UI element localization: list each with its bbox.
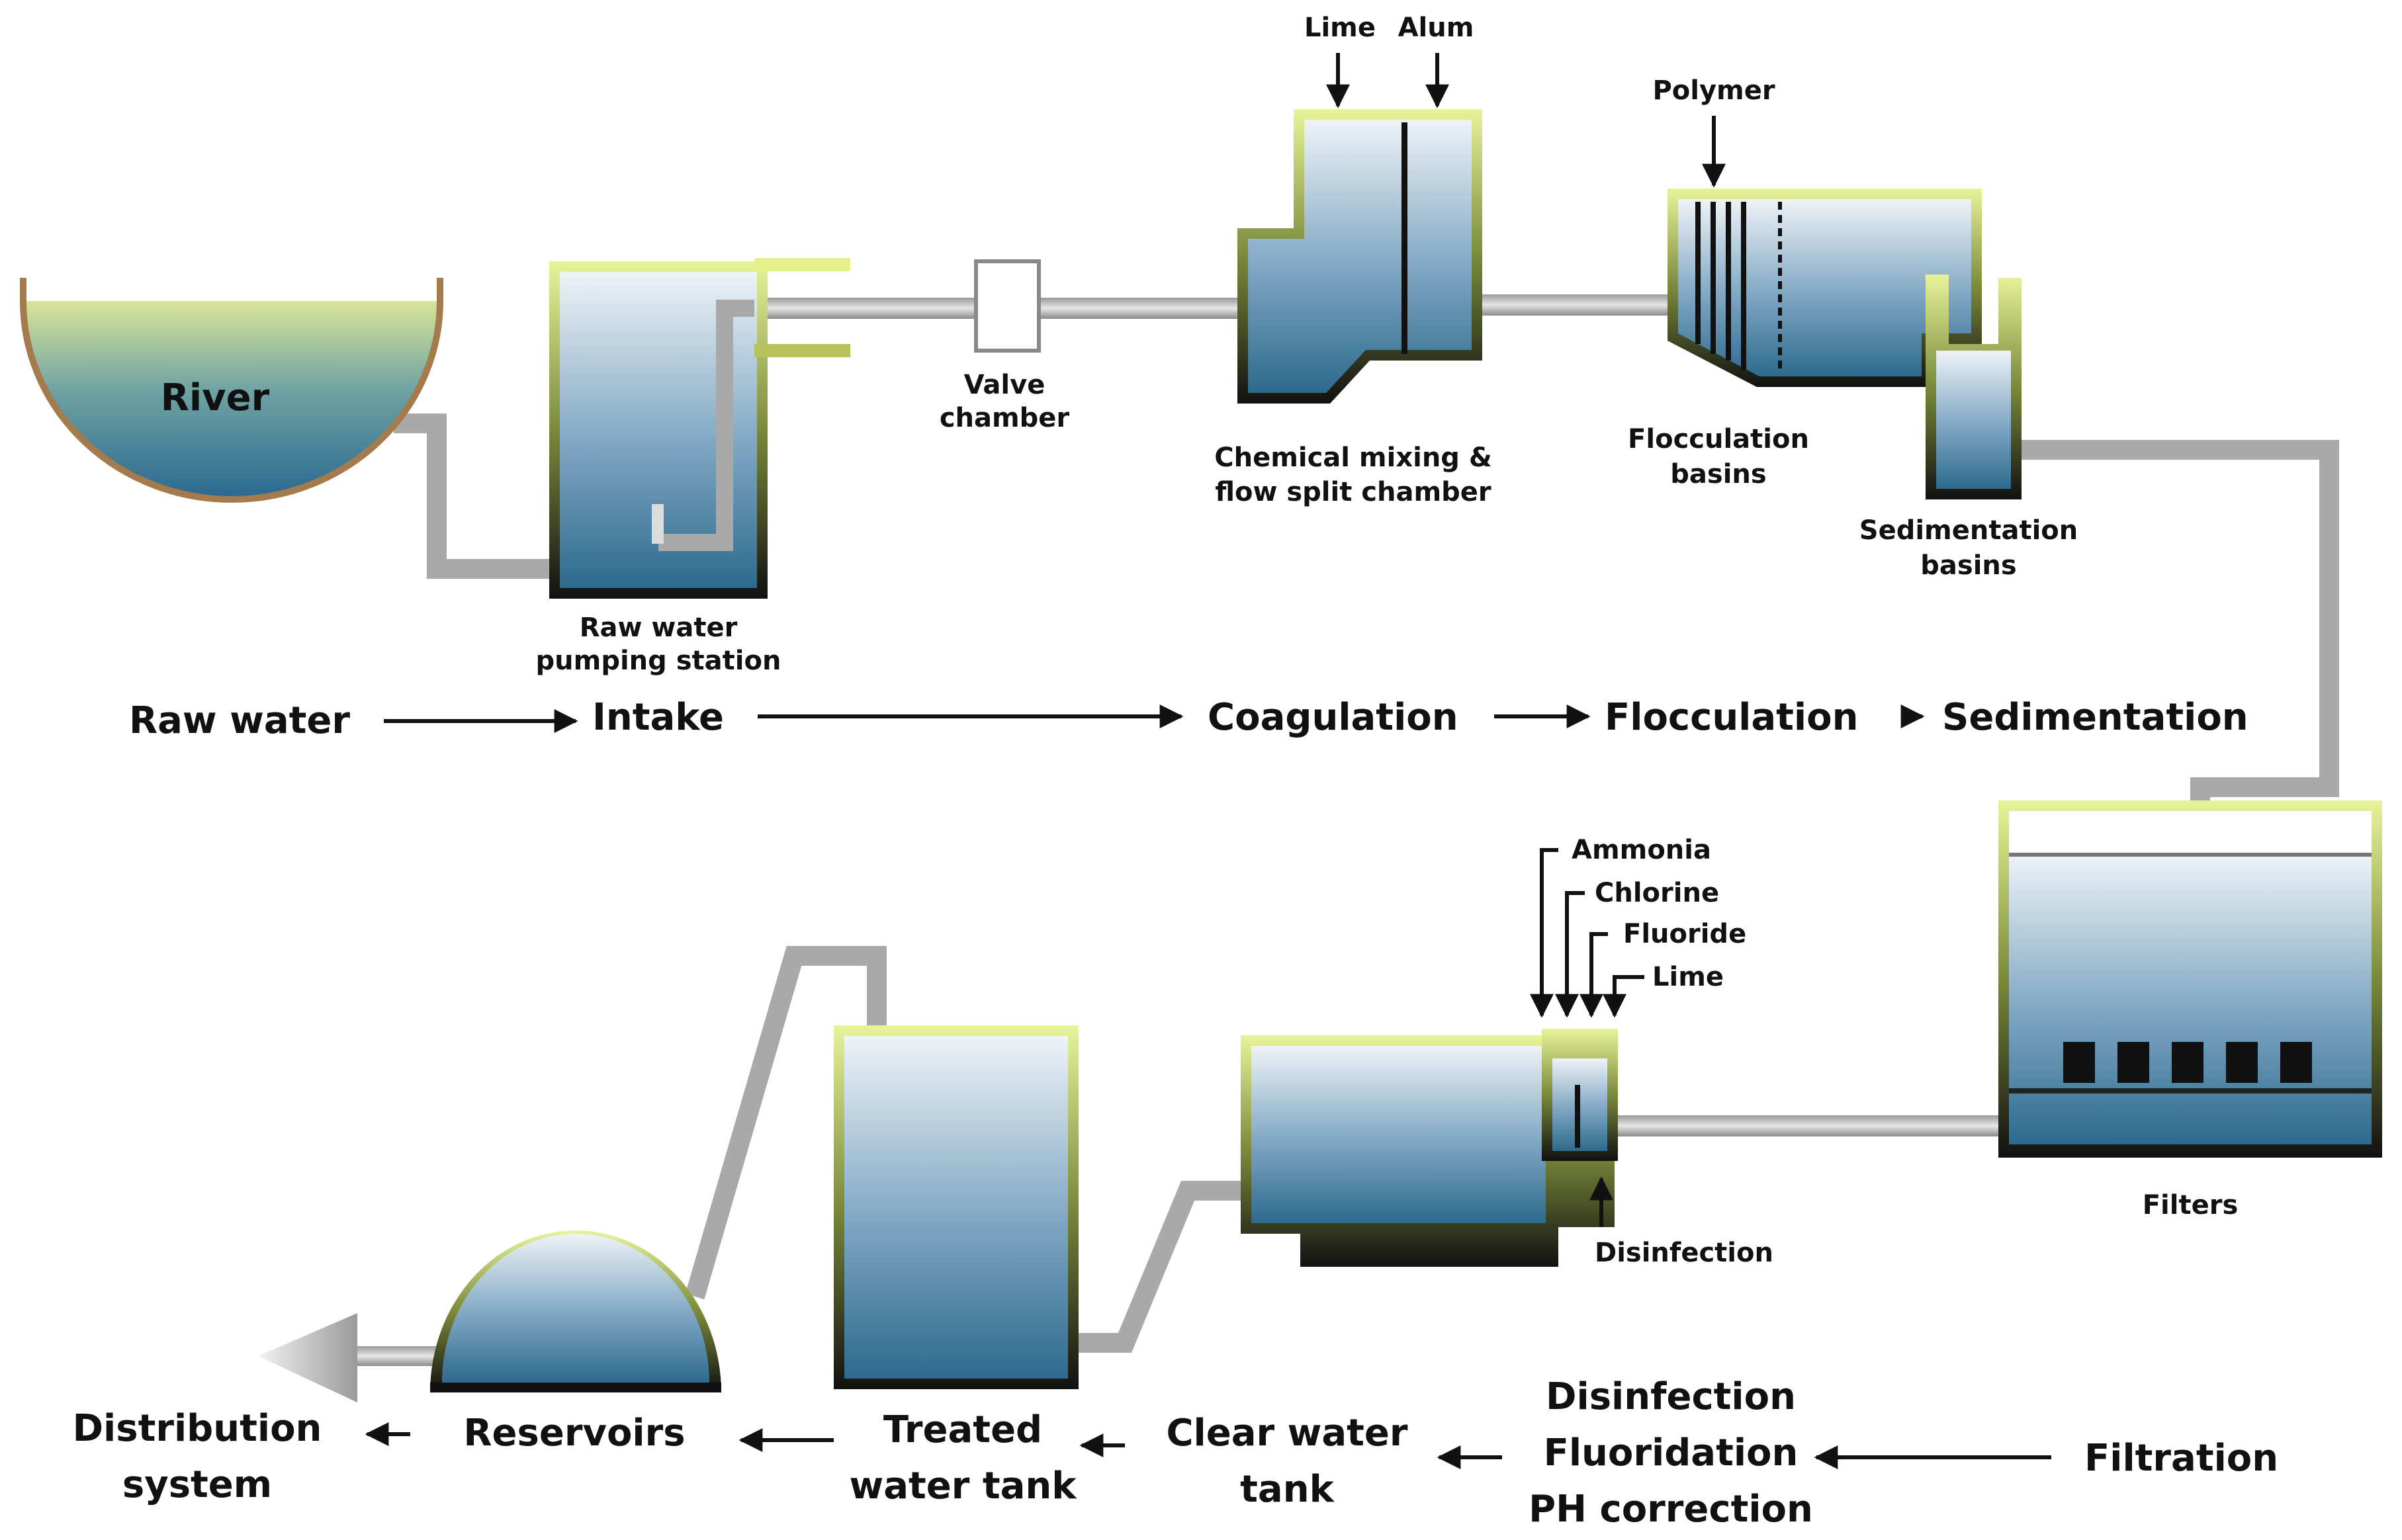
pipe-river-to-intake xyxy=(394,413,549,579)
sedimentation-basin xyxy=(1926,275,2022,499)
raw-water-pumping-station xyxy=(549,258,850,599)
step-clear-water-2: tank xyxy=(1240,1468,1335,1511)
floc-basin-label-2: basins xyxy=(1670,459,1766,490)
step-distribution-2: system xyxy=(122,1463,272,1506)
filters-label: Filters xyxy=(2143,1190,2239,1220)
treated-water-tank xyxy=(834,1025,1079,1389)
raw-pumping-label-2: pumping station xyxy=(536,646,781,676)
step-coagulation: Coagulation xyxy=(1208,696,1458,739)
step-disinfection: Disinfection xyxy=(1546,1375,1796,1418)
sed-basin-label-1: Sedimentation xyxy=(1859,515,2078,546)
step-flocculation: Flocculation xyxy=(1605,696,1858,739)
filters xyxy=(1998,800,2382,1158)
fluoride-label: Fluoride xyxy=(1623,919,1746,949)
valve-chamber xyxy=(974,259,1041,353)
river: River xyxy=(20,278,443,503)
disinfection-unit-label: Disinfection xyxy=(1595,1238,1773,1268)
sed-basin-label-2: basins xyxy=(1920,550,2016,581)
floc-basin-label-1: Flocculation xyxy=(1628,424,1809,454)
step-fluoridation: Fluoridation xyxy=(1544,1432,1799,1475)
step-treated-2: water tank xyxy=(849,1465,1077,1508)
step-filtration: Filtration xyxy=(2084,1437,2278,1480)
lime-top-label: Lime xyxy=(1304,13,1376,43)
equipment-labels: Raw water pumping station Valve chamber … xyxy=(536,13,2239,1268)
polymer-label: Polymer xyxy=(1652,75,1775,106)
process-step-labels: Raw water Intake Coagulation Flocculatio… xyxy=(73,696,2279,1531)
pipe-clearwell-to-treated-tank xyxy=(1079,1181,1251,1353)
flocculation-basin xyxy=(1668,189,1982,387)
chem-mix-label-2: flow split chamber xyxy=(1215,477,1491,507)
distribution-arrow-icon xyxy=(258,1313,357,1402)
lime-bottom-label: Lime xyxy=(1652,962,1724,992)
alum-label: Alum xyxy=(1398,13,1474,43)
valve-label-2: chamber xyxy=(940,403,1070,433)
step-ph-correction: PH correction xyxy=(1529,1488,1813,1531)
pipe-mixing-to-flocculation xyxy=(1482,294,1674,316)
pipe-filters-to-disinfection xyxy=(1615,1115,2005,1136)
clearwell-disinfection-unit xyxy=(1241,1029,1618,1267)
pipe-treated-tank-to-reservoir xyxy=(685,946,887,1300)
step-treated-1: Treated xyxy=(883,1408,1042,1451)
chemical-dosing-arrows xyxy=(1326,53,1726,1227)
step-distribution-1: Distribution xyxy=(73,1407,322,1450)
river-label: River xyxy=(161,376,270,419)
chemical-mixing-chamber xyxy=(1237,109,1482,404)
reservoir xyxy=(430,1230,721,1392)
chem-mix-label-1: Chemical mixing & xyxy=(1214,443,1492,473)
valve-label-1: Valve xyxy=(964,370,1045,400)
step-clear-water-1: Clear water xyxy=(1166,1412,1407,1455)
raw-pumping-label-1: Raw water xyxy=(580,613,738,643)
step-sedimentation: Sedimentation xyxy=(1942,696,2248,739)
chlorine-label: Chlorine xyxy=(1595,878,1719,908)
pipe-reservoir-to-distribution xyxy=(357,1346,437,1366)
step-reservoirs: Reservoirs xyxy=(463,1412,685,1455)
step-raw-water: Raw water xyxy=(129,699,350,742)
step-intake: Intake xyxy=(592,696,724,739)
process-flow-arrows xyxy=(365,705,2051,1469)
ammonia-label: Ammonia xyxy=(1572,835,1711,865)
